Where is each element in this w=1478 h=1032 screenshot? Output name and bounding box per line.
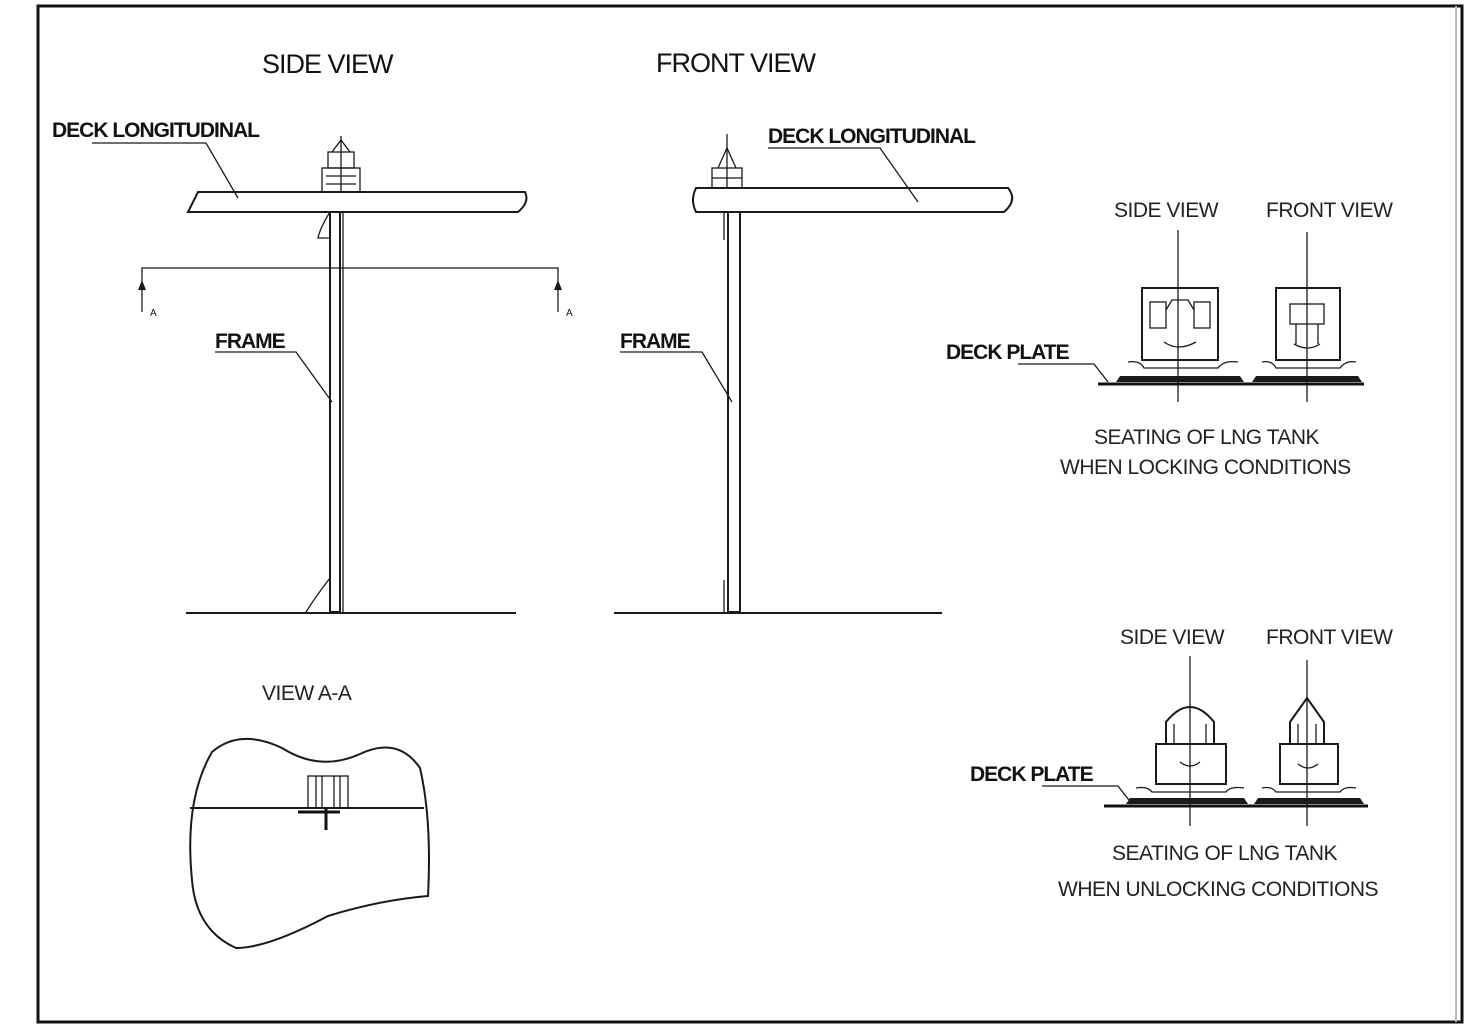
locking-front-fitting — [1261, 232, 1357, 402]
front-frame-label: FRAME — [620, 330, 691, 353]
unlocking-caption-line2: WHEN UNLOCKING CONDITIONS — [1058, 878, 1379, 901]
unlocking-front-view-label: FRONT VIEW — [1266, 626, 1393, 649]
view-aa-frame-section — [298, 775, 349, 830]
side-frame-label: FRAME — [215, 330, 286, 353]
unlocking-deck-plate-label: DECK PLATE — [970, 763, 1094, 786]
view-aa-title: VIEW A-A — [262, 682, 352, 705]
locking-detail: SIDE VIEW FRONT VIEW DECK PLATE SEATIN — [946, 199, 1394, 479]
side-deck-longitudinal-shape — [186, 191, 528, 213]
unlocking-front-fitting — [1261, 660, 1357, 826]
drawing-border — [36, 4, 1464, 1024]
section-cut-line — [141, 267, 559, 312]
unlocking-deck-plate-leader — [1042, 785, 1133, 805]
side-lock-fitting — [321, 136, 361, 193]
side-bracket-bottom — [305, 577, 331, 613]
unlocking-side-view-label: SIDE VIEW — [1120, 626, 1225, 649]
unlocking-caption-line1: SEATING OF LNG TANK — [1112, 842, 1338, 865]
side-bracket-top — [317, 211, 331, 239]
side-view-drawing: SIDE VIEW DECK LONGITUDINAL FRAME A A — [52, 49, 573, 614]
side-view-title: SIDE VIEW — [262, 49, 394, 79]
locking-caption-line1: SEATING OF LNG TANK — [1094, 426, 1320, 449]
unlocking-side-fitting — [1135, 656, 1245, 826]
unlocking-detail: SIDE VIEW FRONT VIEW DECK PLATE SEATING … — [970, 626, 1394, 901]
front-view-drawing: FRONT VIEW DECK LONGITUDINAL FRAME — [614, 48, 1014, 614]
locking-deck-plate-label: DECK PLATE — [946, 341, 1070, 364]
front-deck-longitudinal-label: DECK LONGITUDINAL — [768, 125, 976, 148]
front-view-title: FRONT VIEW — [656, 48, 817, 78]
locking-front-view-label: FRONT VIEW — [1266, 199, 1393, 222]
view-aa-break-outline — [189, 737, 430, 950]
section-mark-left: A — [150, 308, 157, 319]
locking-side-view-label: SIDE VIEW — [1114, 199, 1219, 222]
front-frame-leader — [620, 351, 733, 403]
locking-caption-line2: WHEN LOCKING CONDITIONS — [1060, 456, 1351, 479]
locking-deck-plate-leader — [1018, 363, 1109, 383]
side-frame-web — [329, 211, 341, 613]
section-mark-right: A — [566, 308, 573, 319]
front-frame-web — [727, 211, 741, 613]
front-lock-fitting — [711, 134, 743, 189]
view-aa-drawing: VIEW A-A — [189, 682, 430, 950]
side-deck-longitudinal-label: DECK LONGITUDINAL — [52, 119, 260, 142]
front-deck-longitudinal-shape — [692, 187, 1014, 213]
side-frame-leader — [215, 351, 333, 403]
front-deck-leader — [768, 147, 919, 203]
locking-side-fitting — [1127, 230, 1239, 402]
side-deck-leader — [92, 142, 239, 199]
